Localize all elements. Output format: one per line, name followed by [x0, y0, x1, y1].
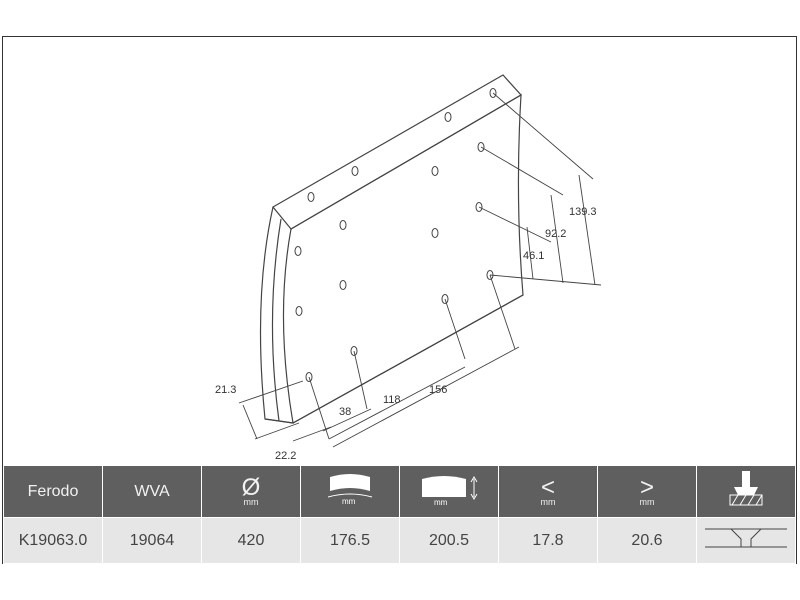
dim-label: 21.3	[215, 384, 236, 396]
header-rivet	[696, 465, 796, 518]
header-ferodo: Ferodo	[3, 465, 103, 518]
dim-label: 118	[383, 394, 401, 406]
value-ferodo: K19063.0	[3, 517, 103, 564]
countersink-profile-icon	[705, 528, 787, 548]
rivet-hole	[295, 306, 303, 316]
rivet-hole	[444, 112, 452, 122]
rivet-hole	[350, 346, 358, 356]
unit-label: mm	[243, 496, 259, 507]
rivet-hole	[477, 142, 485, 152]
value-countersink	[696, 517, 796, 564]
value-diameter: 420	[201, 517, 301, 564]
rivet-hole	[441, 294, 449, 304]
value-thickness-max: 20.6	[597, 517, 697, 564]
rivet-hole	[339, 220, 347, 230]
rivet-hole	[431, 228, 439, 238]
value-wva: 19064	[102, 517, 202, 564]
brake-lining-drawing: 21.3 22.2 38 118 156 46.1 92.2 139.3	[215, 74, 602, 462]
rivet-hole	[475, 202, 483, 212]
unit-label: mm	[540, 496, 556, 507]
header-min-thickness: < mm	[498, 465, 598, 518]
value-width-outer: 200.5	[399, 517, 499, 564]
value-thickness-min: 17.8	[498, 517, 598, 564]
header-thickness: mm	[399, 465, 499, 518]
value-width-inner: 176.5	[300, 517, 400, 564]
spec-value-row: K19063.0 19064 420 176.5 200.5 17.8 20.6	[3, 517, 796, 564]
rivet-hole	[294, 246, 302, 256]
spec-table: Ferodo WVA Ø mm mm mm	[3, 465, 796, 564]
svg-text:mm: mm	[342, 497, 356, 506]
rivet-hole	[307, 192, 315, 202]
header-diameter: Ø mm	[201, 465, 301, 518]
dim-label: 22.2	[275, 450, 296, 462]
lining-face	[290, 93, 524, 424]
rivet-hole	[305, 372, 313, 382]
dim-label: 92.2	[545, 228, 566, 240]
lining-inner-curve	[271, 218, 282, 422]
dim-label: 38	[339, 406, 351, 418]
arc-width-icon: mm	[327, 474, 373, 506]
lining-side	[259, 206, 294, 424]
greater-than-symbol: >	[639, 473, 654, 501]
dim-label: 46.1	[523, 250, 544, 262]
rivet-hole	[339, 280, 347, 290]
lining-thickness-icon: mm	[422, 476, 478, 507]
rivet-hole	[431, 166, 439, 176]
dim-label: 139.3	[569, 206, 597, 218]
dim-label: 156	[429, 384, 447, 396]
lining-top-edge	[272, 74, 522, 230]
lining-bottom-edge	[264, 294, 524, 424]
diameter-symbol: Ø	[241, 473, 261, 501]
svg-text:mm: mm	[434, 498, 448, 507]
rivet-hole	[489, 88, 497, 98]
drawing-frame: 21.3 22.2 38 118 156 46.1 92.2 139.3 Fer…	[2, 36, 797, 564]
header-wva: WVA	[102, 465, 202, 518]
rivet-icon	[729, 471, 763, 506]
rivet-hole	[351, 166, 359, 176]
spec-header-row: Ferodo WVA Ø mm mm mm	[3, 465, 796, 518]
header-arc-width: mm	[300, 465, 400, 518]
less-than-symbol: <	[540, 473, 555, 501]
unit-label: mm	[639, 496, 655, 507]
header-max-thickness: > mm	[597, 465, 697, 518]
